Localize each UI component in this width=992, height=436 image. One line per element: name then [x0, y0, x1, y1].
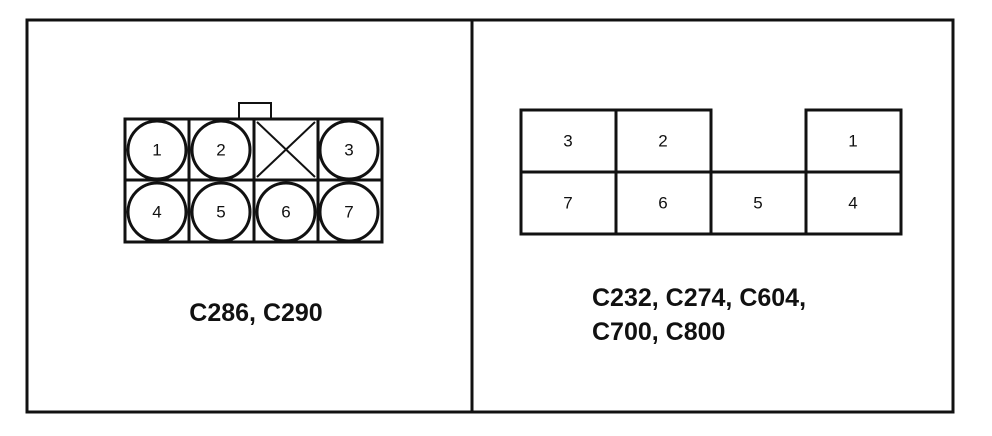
pin-5: 5: [190, 181, 252, 243]
cell-label: 5: [753, 194, 762, 213]
cell-label: 4: [848, 194, 857, 213]
pin-2: 2: [190, 119, 252, 181]
pin-circle: [318, 181, 380, 243]
blocked-cavity: [256, 121, 316, 178]
right-connector-caption-line1: C232, C274, C604,: [592, 284, 806, 312]
left-panel: 1 2 3 4 5 6 7 C286, C2: [123, 102, 384, 327]
cell-label: 2: [658, 132, 667, 151]
pin-1: 1: [126, 119, 188, 181]
pin-label: 1: [152, 141, 161, 160]
pin-label: 3: [344, 141, 353, 160]
pin-circle: [126, 181, 188, 243]
connector-latch: [238, 102, 272, 120]
left-connector-caption: C286, C290: [189, 299, 322, 327]
right-panel: 3 2 1 7 6 5 4 C232, C274, C604, C700, C8…: [519, 108, 903, 346]
pin-circle: [190, 119, 252, 181]
pin-4: 4: [126, 181, 188, 243]
pin-label: 7: [344, 203, 353, 222]
pin-3: 3: [318, 119, 380, 181]
pin-circle: [318, 119, 380, 181]
pin-circle: [255, 181, 317, 243]
cell-label: 3: [563, 132, 572, 151]
outer-frame: [25, 18, 955, 414]
pin-6: 6: [255, 181, 317, 243]
blocked-cavity-cross: [256, 121, 316, 178]
right-connector-caption-line2: C700, C800: [592, 318, 725, 346]
pin-circle: [126, 119, 188, 181]
pin-label: 4: [152, 203, 161, 222]
cell-label: 1: [848, 132, 857, 151]
pin-circle: [190, 181, 252, 243]
pin-label: 2: [216, 141, 225, 160]
cell-label: 7: [563, 194, 572, 213]
cell-label: 6: [658, 194, 667, 213]
pin-7: 7: [318, 181, 380, 243]
pin-label: 6: [281, 203, 290, 222]
pin-label: 5: [216, 203, 225, 222]
